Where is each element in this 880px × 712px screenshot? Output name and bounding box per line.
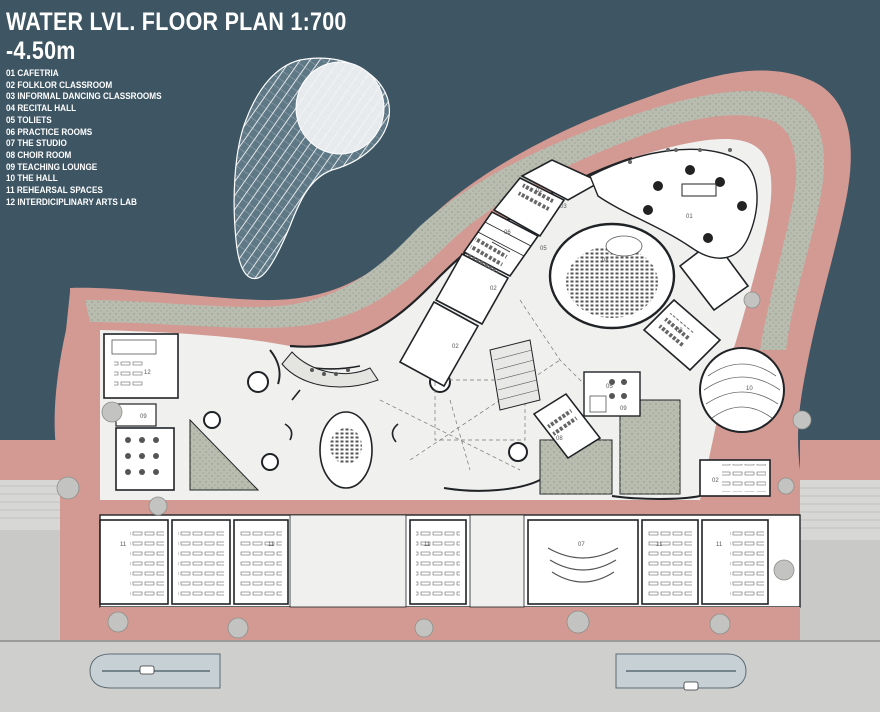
label-rehearsal-3: 11 [424,542,431,548]
label-hall: 10 [746,386,753,392]
label-studio: 07 [578,542,585,548]
room-legend: 01 CAFETRIA 02 FOLKLOR CLASSROOM 03 INFO… [6,68,162,208]
plan-title-line1: WATER LVL. FLOOR PLAN 1:700 [6,8,347,36]
label-rehearsal-2: 11 [268,542,275,548]
legend-item: 11 REHEARSAL SPACES [6,185,103,197]
rehearsal-rooms [99,519,769,605]
legend-item: 12 INTERDICIPLINARY ARTS LAB [6,196,137,208]
folklore-classroom-block [398,159,602,388]
south-promenade [100,607,800,640]
legend-item: 09 TEACHING LOUNGE [6,161,98,173]
label-informal-b: 03 [676,328,683,334]
label-cafeteria: 01 [686,214,693,220]
cafeteria-tables [643,165,747,243]
boat-docks [89,653,747,691]
label-folklore-a: 02 [452,344,459,350]
label-choir: 08 [556,436,563,442]
left-deck [0,480,60,530]
lattice-pavilion [233,57,390,280]
the-hall [699,347,785,433]
label-rehearsal-1: 11 [120,542,127,548]
plan-title: WATER LVL. FLOOR PLAN 1:700 -4.50m [6,8,347,66]
label-informal-a: 03 [560,204,567,210]
right-deck [800,480,880,540]
right-approach [800,440,880,480]
recital-seating [566,246,658,318]
legend-item: 02 FOLKLOR CLASSROOM [6,79,113,91]
legend-item: 05 TOLIETS [6,114,52,126]
legend-item: 04 RECITAL HALL [6,103,77,115]
toilets-left [115,403,157,427]
stair-core-1 [247,371,269,393]
room-labels: 01 02 02 02 02 03 03 04 05 05 06 07 08 0… [120,188,753,548]
studio-room [527,519,639,605]
label-rehearsal-5: 11 [716,542,723,548]
legend-item: 03 INFORMAL DANCING CLASSROOMS [6,91,162,103]
label-recital: 04 [602,258,609,264]
cafeteria [589,148,758,259]
informal-room-a [434,252,510,326]
label-lounge-a: 09 [140,414,147,420]
label-arts-lab: 12 [144,370,151,376]
trees [56,291,812,639]
folklore-room-a [398,300,480,388]
legend-item: 07 THE STUDIO [6,138,67,150]
central-stair [489,339,541,411]
teaching-lounge-left [115,427,175,491]
legend-item: 06 PRACTICE ROOMS [6,126,93,138]
legend-item: 10 THE HALL [6,173,58,185]
label-rehearsal-4: 11 [656,542,663,548]
label-toilets-b: 05 [606,384,613,390]
label-folklore-top: 02 [536,188,543,194]
secondary-entrance [469,514,525,608]
plan-title-level: -4.50m [6,37,76,65]
legend-item: 08 CHOIR ROOM [6,149,72,161]
left-approach [0,440,60,480]
label-toilets-a: 05 [540,246,547,252]
label-folklore-right: 02 [712,478,719,484]
legend-item: 01 CAFETRIA [6,68,59,79]
label-lounge-b: 09 [620,406,627,412]
label-practice: 06 [504,230,511,236]
main-entrance [289,514,407,608]
label-folklore-b: 02 [490,286,497,292]
recital-stage [605,235,643,257]
